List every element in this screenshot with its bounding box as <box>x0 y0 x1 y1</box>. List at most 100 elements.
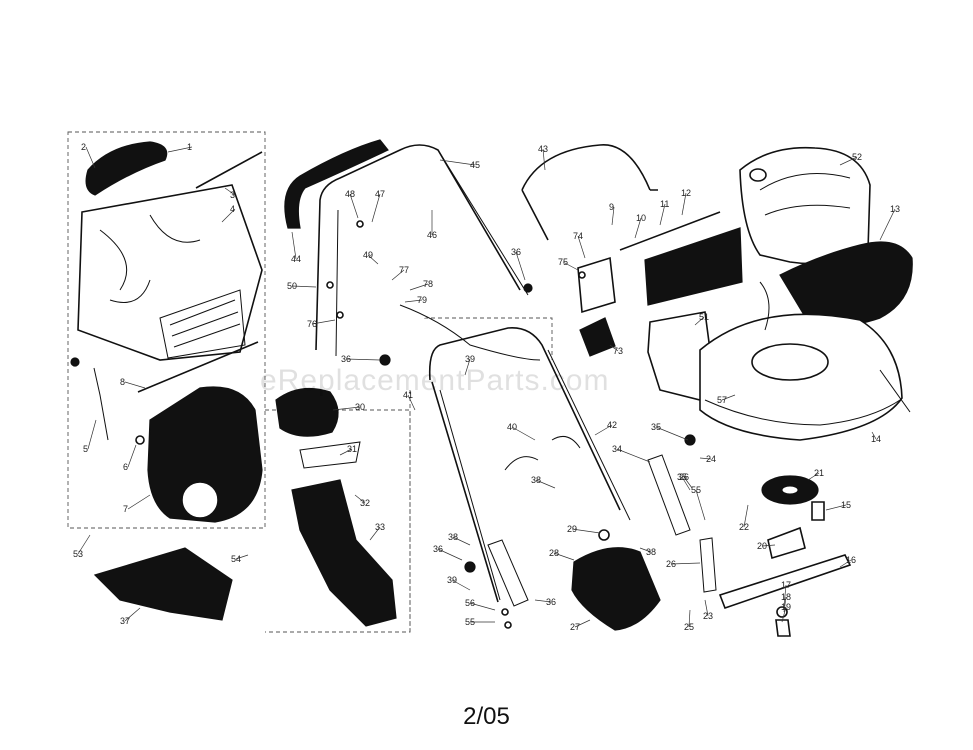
callout-leader <box>681 476 691 491</box>
height-adjuster-38 <box>487 539 529 607</box>
callout-26: 26 <box>679 472 689 482</box>
revision-date: 2/05 <box>463 703 510 730</box>
callout-36: 36 <box>546 597 556 607</box>
callout-leader <box>577 235 586 259</box>
callout-leader <box>761 544 776 547</box>
callout-26: 26 <box>666 559 676 569</box>
callout-labels: 1234567891011121314151617181920212223242… <box>73 142 900 632</box>
mower-deck <box>699 281 911 441</box>
callout-leader <box>571 528 601 534</box>
lower-handle <box>428 327 631 603</box>
callout-leader <box>721 394 736 401</box>
callout-leader <box>409 283 429 291</box>
callout-18: 18 <box>781 592 791 602</box>
callout-leader <box>85 146 96 169</box>
callout-leader <box>291 285 317 288</box>
callout-leader <box>783 584 787 607</box>
callout-49: 49 <box>363 250 373 260</box>
callout-leader <box>77 534 91 555</box>
callout-leader <box>699 457 712 460</box>
callout-57: 57 <box>717 395 727 405</box>
callout-41: 41 <box>403 390 413 400</box>
callout-leader <box>574 619 591 628</box>
callout-24: 24 <box>706 454 716 464</box>
callout-32: 32 <box>360 498 370 508</box>
rod-11 <box>619 211 721 251</box>
callout-leader <box>534 599 552 603</box>
callout-leader <box>535 479 556 489</box>
hardware <box>70 220 696 629</box>
callout-leader <box>609 344 619 352</box>
callout-leader <box>439 159 476 166</box>
callout-leader <box>611 206 615 226</box>
callout-12: 12 <box>681 188 691 198</box>
callout-51: 51 <box>699 312 709 322</box>
callout-39: 39 <box>447 575 457 585</box>
callout-9: 9 <box>609 202 614 212</box>
callout-leader <box>437 548 463 561</box>
callout-leader <box>311 319 336 325</box>
callout-29: 29 <box>567 524 577 534</box>
callout-48: 48 <box>345 189 355 199</box>
callout-76: 76 <box>307 319 317 329</box>
callout-45: 45 <box>470 160 480 170</box>
callout-27: 27 <box>570 622 580 632</box>
callout-leader <box>407 394 416 411</box>
callout-73: 73 <box>613 346 623 356</box>
callout-leader <box>695 489 706 521</box>
callout-78: 78 <box>423 279 433 289</box>
callout-55: 55 <box>465 617 475 627</box>
callout-leader <box>594 424 613 436</box>
callout-38: 38 <box>531 475 541 485</box>
callout-53: 53 <box>73 549 83 559</box>
callout-10: 10 <box>636 213 646 223</box>
callout-leader <box>743 504 749 528</box>
callout-leader <box>345 358 381 361</box>
plate-31 <box>299 441 361 469</box>
bag-handle <box>85 141 168 196</box>
callout-leader <box>655 426 689 441</box>
callout-77: 77 <box>399 265 409 275</box>
callout-17: 17 <box>781 580 791 590</box>
watermark: eReplacementParts.com <box>260 364 609 397</box>
callout-leader <box>124 381 146 389</box>
callout-leader <box>354 494 366 504</box>
bag-rods <box>93 151 263 441</box>
upper-handle <box>315 144 529 357</box>
engine <box>739 146 871 265</box>
callout-15: 15 <box>841 500 851 510</box>
callout-leaders <box>77 146 896 628</box>
callout-7: 7 <box>123 504 128 514</box>
callout-leader <box>807 472 820 481</box>
callout-44: 44 <box>291 254 301 264</box>
callout-39: 39 <box>465 354 475 364</box>
callout-leader <box>694 316 705 326</box>
callout-leader <box>127 444 137 468</box>
callout-leader <box>339 448 353 456</box>
callout-leader <box>553 552 575 561</box>
callout-leader <box>688 609 691 628</box>
callout-79: 79 <box>417 295 427 305</box>
callout-30: 30 <box>355 402 365 412</box>
callout-leader <box>616 448 651 463</box>
callout-leader <box>681 192 687 216</box>
callout-6: 6 <box>123 462 128 472</box>
callout-40: 40 <box>507 422 517 432</box>
baffle-12 <box>644 227 743 306</box>
callout-leader <box>349 193 359 219</box>
callout-leader <box>369 526 381 541</box>
callout-22: 22 <box>739 522 749 532</box>
blade-assembly <box>718 475 852 637</box>
callout-11: 11 <box>660 199 669 209</box>
control-bail <box>521 144 658 241</box>
callout-leader <box>634 217 642 239</box>
callout-46: 46 <box>427 230 437 240</box>
callout-leader <box>332 406 361 411</box>
callout-leader <box>704 599 709 617</box>
callout-leader <box>367 254 379 265</box>
callout-leader <box>87 419 97 450</box>
bracket-74 <box>577 256 616 314</box>
callout-31: 31 <box>347 444 357 454</box>
callout-leader <box>371 193 381 223</box>
callout-leader <box>871 431 877 440</box>
